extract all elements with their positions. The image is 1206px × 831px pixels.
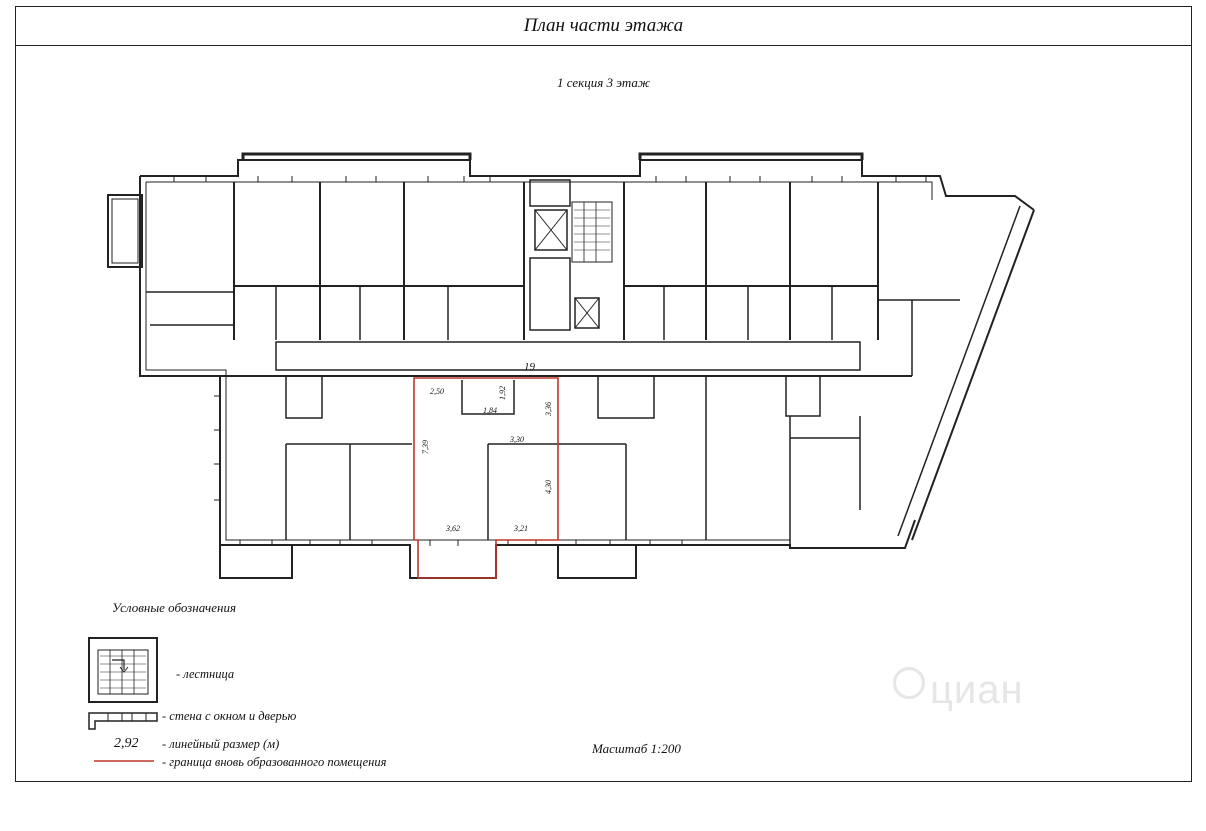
dim-label: 1,92 [498,386,507,400]
legend-stairs-label: - лестница [176,667,235,681]
corridor-number: 19 [524,361,536,373]
dim-label: 4,30 [544,480,553,494]
dim-label: 3,62 [445,524,460,533]
dim-label: 3,36 [544,402,553,417]
watermark: циан [930,668,1024,712]
balcony-left [107,194,143,268]
legend-wall-label: - стена с окном и дверью [162,709,297,723]
drawing-frame: План части этажа 1 секция 3 этаж [15,6,1192,782]
plan-subtitle: 1 секция 3 этаж [557,75,650,90]
stairs-icon [88,637,158,703]
scale-label: Масштаб 1:200 [592,741,681,756]
dim-label: 7,39 [421,440,430,454]
legend-boundary-label: - граница вновь образованного помещения [162,755,387,769]
legend-dimension-label: - линейный размер (м) [162,737,280,751]
cian-logo-icon [893,667,925,699]
wall-window-door-icon [88,712,158,730]
dim-label: 3,21 [513,524,528,533]
outer-wall-diagonal [911,209,1035,541]
legend-dimension-sample: 2,92 [114,736,139,751]
new-room-boundary [413,377,559,579]
legend-title: Условные обозначения [112,600,236,615]
page-title: План части этажа [16,7,1191,46]
dim-label: 1,84 [483,406,497,415]
dim-label: 2,50 [430,387,444,396]
dim-label: 3,30 [509,435,524,444]
